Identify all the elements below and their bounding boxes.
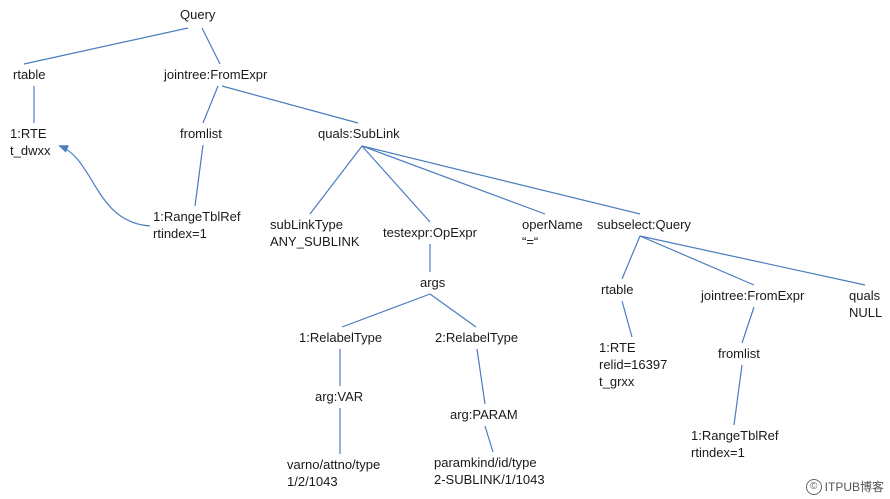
node-paramkind: paramkind/id/type 2-SUBLINK/1/1043 <box>434 455 545 487</box>
node-relabel2: 2:RelabelType <box>435 330 519 345</box>
edge-jointree-quals <box>221 85 359 124</box>
node-jointree: jointree:FromExpr <box>164 67 268 82</box>
node-sub-jointree: jointree:FromExpr <box>701 288 805 303</box>
node-varno: varno/attno/type 1/2/1043 <box>287 457 381 489</box>
node-rangetblref: 1:RangeTblRef rtindex=1 <box>153 209 241 241</box>
edge-jointree-fromlist <box>202 85 219 124</box>
watermark-text: ITPUB博客 <box>824 480 884 494</box>
edge-quals-subselect <box>361 145 641 215</box>
edge-query-rtable <box>23 27 189 65</box>
edge-quals-testexpr <box>361 145 431 223</box>
edge-group <box>23 27 866 454</box>
node-testexpr: testexpr:OpExpr <box>383 225 477 240</box>
edge-query-jointree <box>201 27 221 65</box>
edge-argparam-paramkind <box>484 425 494 453</box>
node-fromlist: fromlist <box>180 126 222 141</box>
edge-fromlist-rangetbl <box>194 144 204 207</box>
edge-quals-opername <box>361 145 546 215</box>
node-sub-fromlist: fromlist <box>718 346 760 361</box>
node-sub-rtable: rtable <box>601 282 634 297</box>
edge-subselect-subquals <box>639 235 866 286</box>
edge-args-relabel2 <box>429 293 477 328</box>
node-rte1: 1:RTE t_dwxx <box>10 126 51 158</box>
edge-subselect-subrtable <box>621 235 641 280</box>
node-sub-rangetblref: 1:RangeTblRef rtindex=1 <box>691 428 779 460</box>
node-argvar: arg:VAR <box>315 389 364 404</box>
node-args: args <box>420 275 446 290</box>
edge-subrtable-subrte <box>621 300 633 338</box>
edge-quals-sublinktype <box>309 145 363 215</box>
node-argparam: arg:PARAM <box>450 407 518 422</box>
copyright-circle-icon: © <box>805 478 822 495</box>
node-sub-rte: 1:RTE relid=16397 t_grxx <box>599 340 668 389</box>
node-opername: operName “=“ <box>522 217 583 249</box>
edge-rtindex-reference-arrow <box>58 145 151 227</box>
node-quals-sublink: quals:SubLink <box>318 126 400 141</box>
node-relabel1: 1:RelabelType <box>299 330 383 345</box>
edge-subselect-subjoin <box>639 235 755 286</box>
edge-subfrom-subrangetbl <box>733 364 743 426</box>
node-subselect: subselect:Query <box>597 217 691 232</box>
node-sublinktype: subLinkType ANY_SUBLINK <box>270 217 360 249</box>
watermark: © ITPUB博客 <box>805 478 884 495</box>
node-query: Query <box>180 7 216 22</box>
edge-args-relabel1 <box>341 293 431 328</box>
node-rtable: rtable <box>13 67 46 82</box>
edge-subjoin-subfromlist <box>741 306 755 344</box>
node-sub-quals: quals NULL <box>849 288 883 320</box>
edge-relabel2-argparam <box>476 348 486 405</box>
